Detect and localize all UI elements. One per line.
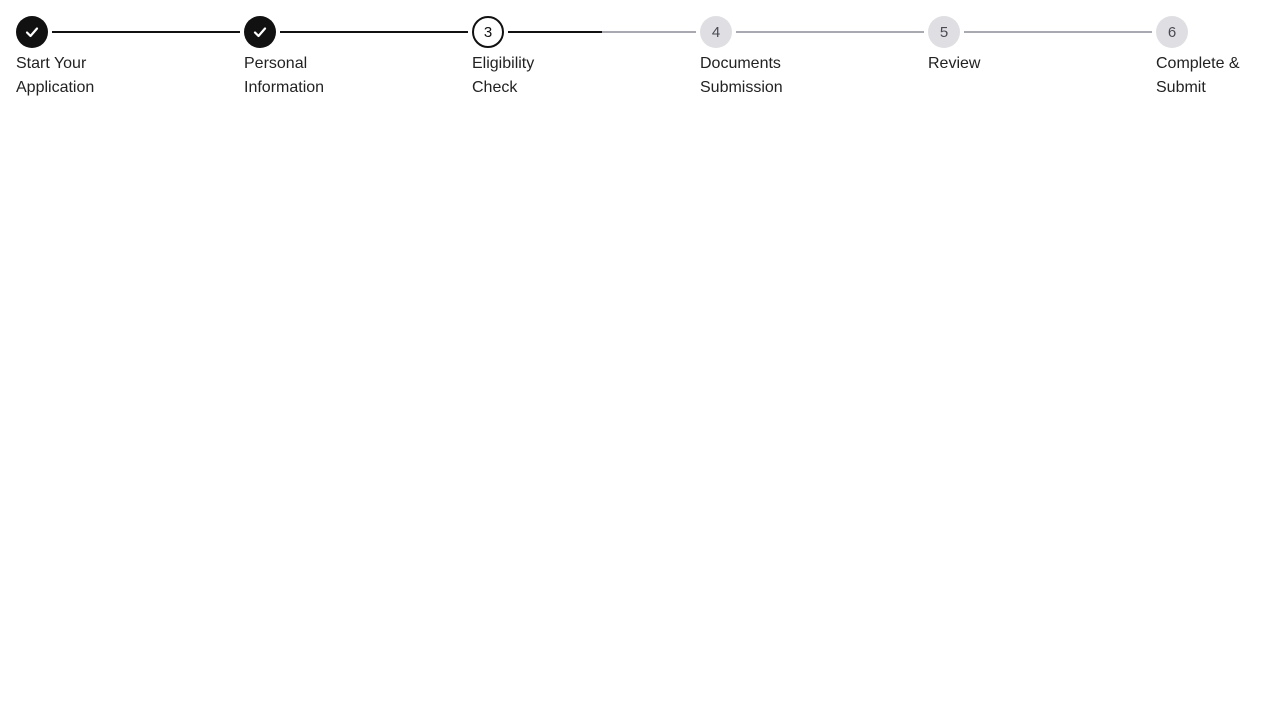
progress-stepper: Start Your Application Personal Informat… xyxy=(0,0,1280,110)
step-5-number: 5 xyxy=(939,23,949,41)
step-3-indicator: 3 xyxy=(472,16,504,48)
step-3-number: 3 xyxy=(483,23,493,41)
step-6-label: Complete & Submit xyxy=(1156,55,1240,96)
step-3-label: Eligibility Check xyxy=(472,55,535,96)
step-3-connector xyxy=(508,31,696,33)
step-2-label: Personal Information xyxy=(244,55,325,96)
step-1-connector xyxy=(52,31,240,33)
check-icon xyxy=(253,27,267,38)
step-2-indicator xyxy=(244,16,276,48)
step-1-label: Start Your Application xyxy=(16,55,95,96)
step-4-number: 4 xyxy=(711,23,721,41)
step-5-connector xyxy=(964,31,1152,33)
step-6-number: 6 xyxy=(1167,23,1177,41)
step-6-indicator: 6 xyxy=(1156,16,1188,48)
step-4-connector xyxy=(736,31,924,33)
step-1-indicator xyxy=(16,16,48,48)
step-5-indicator: 5 xyxy=(928,16,960,48)
step-4-label: Documents Submission xyxy=(700,55,783,96)
step-4-indicator: 4 xyxy=(700,16,732,48)
check-icon xyxy=(25,27,39,38)
step-5-label: Review xyxy=(928,55,981,72)
step-2-connector xyxy=(280,31,468,33)
